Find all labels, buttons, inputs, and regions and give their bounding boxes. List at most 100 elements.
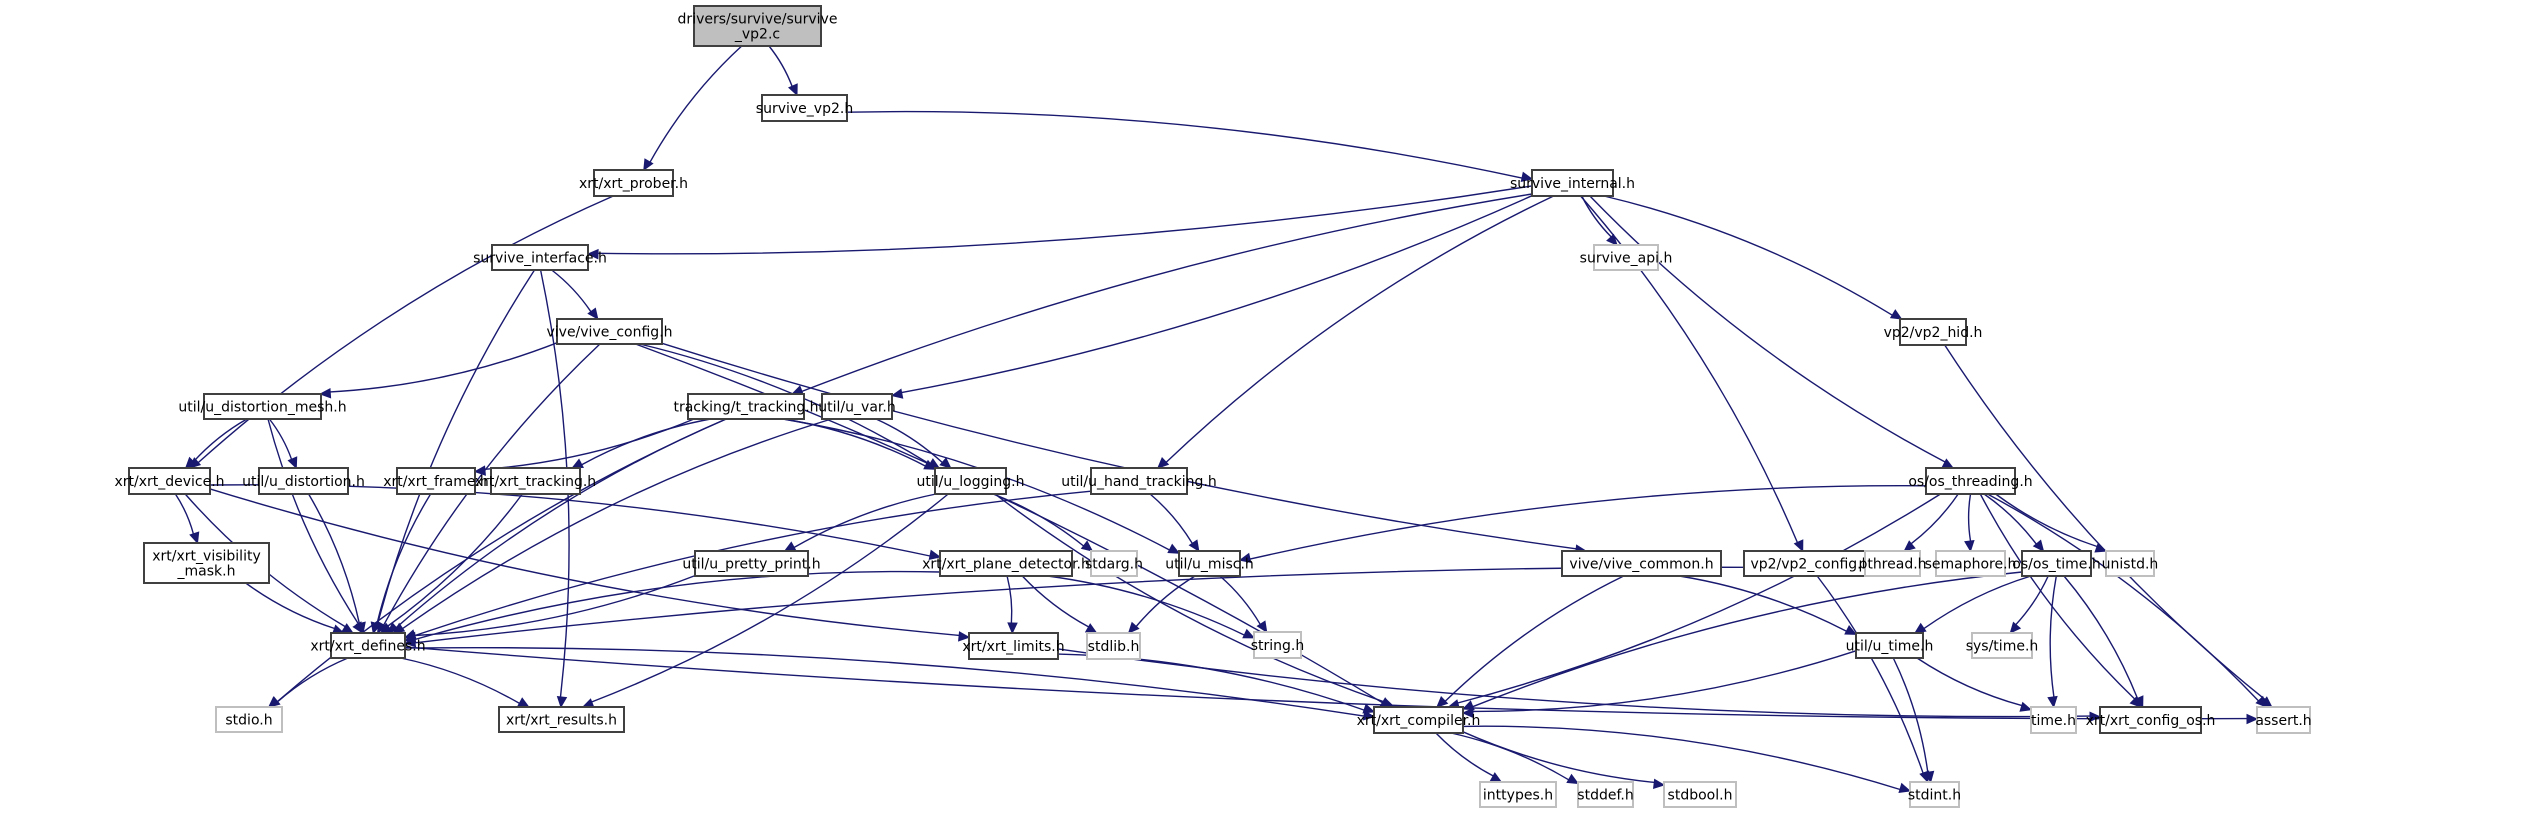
node-survive-internal[interactable]: survive_internal.h [1510, 169, 1635, 197]
edge-xrt_tracking-to-xrt_defines [379, 493, 523, 634]
node-survive-vp2[interactable]: survive_vp2.h [756, 94, 853, 122]
edge-os_time-to-time [2047, 575, 2058, 709]
node-xrt-compiler[interactable]: xrt/xrt_compiler.h [1357, 706, 1481, 734]
node-box[interactable] [939, 550, 1073, 577]
arrowhead-icon [403, 636, 417, 648]
node-root[interactable]: drivers/survive/survive_vp2.c [678, 5, 838, 47]
edge-line [846, 110, 1523, 179]
node-box[interactable] [1531, 169, 1614, 197]
node-u-distortion[interactable]: util/u_distortion.h [242, 467, 365, 495]
node-u-misc[interactable]: util/u_misc.h [1165, 550, 1254, 577]
node-box[interactable] [498, 706, 625, 733]
edge-t_tracking-to-stdio [267, 418, 727, 708]
node-t-tracking[interactable]: tracking/t_tracking.h [673, 393, 819, 420]
node-xrt-prober[interactable]: xrt/xrt_prober.h [579, 169, 688, 197]
arrowhead-icon [2094, 542, 2108, 553]
node-box[interactable] [1090, 467, 1188, 495]
node-assert: assert.h [2255, 706, 2312, 734]
node-label: vp2/vp2_config.h [1750, 557, 1870, 573]
node-box[interactable] [203, 393, 322, 420]
arrowhead-icon [1653, 778, 1666, 790]
arrowhead-icon [1242, 628, 1256, 639]
node-box[interactable] [2021, 550, 2092, 577]
node-os-threading[interactable]: os/os_threading.h [1908, 467, 2033, 495]
node-label: xrt/xrt_tracking.h [475, 474, 596, 490]
node-box[interactable] [761, 94, 848, 122]
node-label: xrt/xrt_plane_detector.h [922, 557, 1090, 573]
node-box [1253, 631, 1302, 659]
node-box[interactable] [556, 318, 663, 345]
node-vive-common[interactable]: vive/vive_common.h [1561, 550, 1722, 577]
node-box[interactable] [1743, 550, 1878, 577]
node-box[interactable] [396, 467, 476, 495]
node-box[interactable] [694, 550, 809, 577]
edge-line [414, 570, 941, 641]
edge-xrt_compiler-to-inttypes [1435, 732, 1503, 783]
node-u-pretty-print[interactable]: util/u_pretty_print.h [682, 550, 821, 577]
arrowhead-icon [1898, 782, 1912, 793]
edge-u_distortion_mesh-to-u_distortion [268, 418, 298, 470]
node-xrt-device[interactable]: xrt/xrt_device.h [114, 467, 225, 495]
node-box[interactable] [1178, 550, 1241, 577]
edge-line [484, 418, 695, 470]
node-xrt-defines[interactable]: xrt/xrt_defines.h [310, 632, 426, 659]
node-xrt-config-os[interactable]: xrt/xrt_config_os.h [2086, 706, 2216, 734]
node-box[interactable] [128, 467, 211, 495]
node-label: util/u_pretty_print.h [682, 557, 820, 573]
node-box[interactable] [1373, 706, 1464, 734]
edge-survive_internal-to-vp2_config [1580, 195, 1804, 553]
node-xrt-limits[interactable]: xrt/xrt_limits.h [962, 632, 1065, 660]
node-stdbool: stdbool.h [1663, 781, 1737, 808]
node-xrt-tracking[interactable]: xrt/xrt_tracking.h [475, 467, 596, 495]
node-survive-interface[interactable]: survive_interface.h [473, 244, 607, 271]
arrowhead-icon [1436, 696, 1449, 708]
node-box[interactable] [143, 542, 270, 584]
node-box[interactable] [693, 5, 822, 47]
edge-line [1580, 195, 1799, 543]
node-u-hand-tracking[interactable]: util/u_hand_tracking.h [1061, 467, 1217, 495]
edge-line [783, 418, 926, 467]
node-box[interactable] [1561, 550, 1722, 577]
edge-line [277, 657, 349, 703]
node-box[interactable] [934, 467, 1007, 495]
edge-line [1165, 195, 1554, 463]
edge-t_tracking-to-xrt_tracking [571, 418, 711, 469]
node-u-time[interactable]: util/u_time.h [1846, 632, 1934, 659]
node-label: util/u_distortion.h [242, 474, 365, 490]
node-box[interactable] [490, 467, 581, 495]
node-u-logging[interactable]: util/u_logging.h [917, 467, 1025, 495]
node-u-var[interactable]: util/u_var.h [818, 393, 896, 420]
arrowhead-icon [2089, 711, 2102, 723]
node-xrt-visibility-mask[interactable]: xrt/xrt_visibility_mask.h [143, 542, 270, 584]
node-xrt-plane-detector[interactable]: xrt/xrt_plane_detector.h [922, 550, 1090, 577]
edge-line [1923, 575, 2032, 630]
edge-line [387, 493, 523, 627]
node-box[interactable] [821, 393, 893, 420]
arrowhead-icon [517, 697, 530, 708]
node-box[interactable] [1855, 632, 1924, 659]
node-box[interactable] [593, 169, 674, 197]
node-vp2-hid[interactable]: vp2/vp2_hid.h [1884, 318, 1983, 346]
node-label: sys/time.h [1966, 639, 2039, 655]
node-box[interactable] [330, 632, 406, 659]
node-xrt-frame[interactable]: xrt/xrt_frame.h [383, 467, 489, 495]
edge-line [1249, 484, 1927, 560]
node-box[interactable] [968, 632, 1059, 660]
node-box[interactable] [258, 467, 349, 495]
node-box[interactable] [1899, 318, 1967, 346]
arrowhead-icon [268, 696, 281, 708]
node-box[interactable] [1925, 467, 2016, 495]
node-vp2-config[interactable]: vp2/vp2_config.h [1743, 550, 1878, 577]
node-xrt-results[interactable]: xrt/xrt_results.h [498, 706, 625, 733]
node-box[interactable] [2099, 706, 2202, 734]
node-label: xrt/xrt_visibility [152, 549, 260, 565]
edge-line [661, 342, 1577, 550]
edge-u_hand_tracking-to-u_misc [1149, 493, 1200, 553]
node-vive-config[interactable]: vive/vive_config.h [546, 318, 673, 345]
node-box[interactable] [491, 244, 589, 271]
edge-survive_interface-to-vive_config [551, 269, 599, 320]
node-box[interactable] [687, 393, 805, 420]
node-os-time[interactable]: os/os_time.h [2012, 550, 2101, 577]
node-u-distortion-mesh[interactable]: util/u_distortion_mesh.h [178, 393, 347, 420]
edge-line [414, 566, 1745, 644]
